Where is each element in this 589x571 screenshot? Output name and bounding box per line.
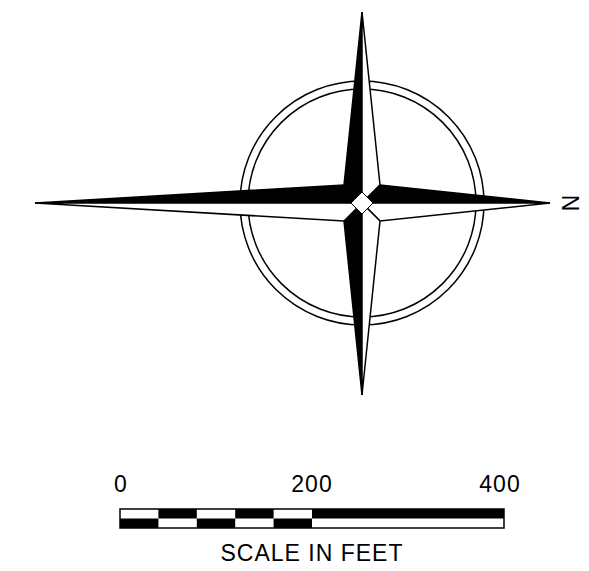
- compass-star: [35, 12, 550, 395]
- scale-tick-label: 400: [479, 473, 520, 496]
- north-label: N: [559, 194, 582, 212]
- scale-title: SCALE IN FEET: [221, 542, 404, 565]
- scale-tick-label: 0: [114, 473, 128, 496]
- scale-tick-label: 200: [291, 473, 332, 496]
- scale-bar: [120, 509, 504, 528]
